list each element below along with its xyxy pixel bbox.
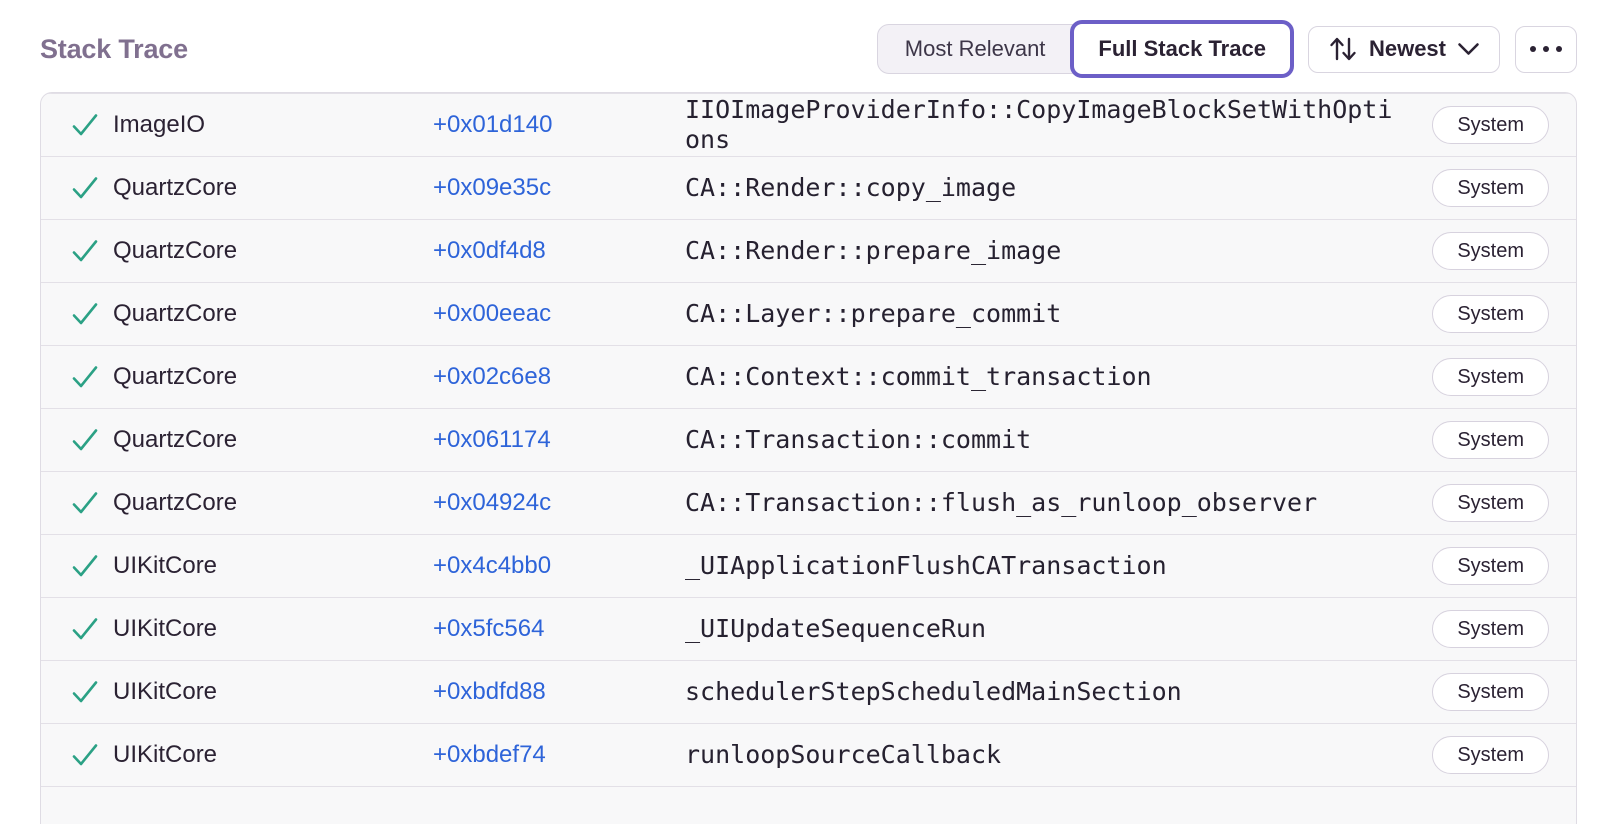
sort-newest-button[interactable]: Newest xyxy=(1307,25,1500,73)
toggle-full-stack-trace-button[interactable]: Full Stack Trace xyxy=(1070,20,1294,78)
check-icon xyxy=(71,554,113,578)
stack-frame-row[interactable]: QuartzCore +0x0df4d8 CA::Render::prepare… xyxy=(41,219,1576,282)
check-icon xyxy=(71,428,113,452)
frame-address-link[interactable]: +0x04924c xyxy=(433,489,552,516)
system-badge: System xyxy=(1432,484,1549,522)
frame-module: UIKitCore xyxy=(113,741,218,768)
frame-address-link[interactable]: +0x00eeac xyxy=(433,300,552,327)
system-badge: System xyxy=(1432,169,1549,207)
page-title: Stack Trace xyxy=(40,33,188,64)
system-badge: System xyxy=(1432,232,1549,270)
system-badge: System xyxy=(1432,358,1549,396)
frame-module: UIKitCore xyxy=(113,552,218,579)
header-controls: Most Relevant Full Stack Trace Newest xyxy=(876,20,1577,78)
check-icon xyxy=(71,491,113,515)
sort-button-label: Newest xyxy=(1368,36,1446,61)
frame-address-link[interactable]: +0x4c4bb0 xyxy=(433,552,552,579)
system-badge: System xyxy=(1432,736,1549,774)
system-badge: System xyxy=(1432,547,1549,585)
frame-module: UIKitCore xyxy=(113,678,218,705)
frame-address-link[interactable]: +0xbdfd88 xyxy=(433,678,546,705)
check-icon xyxy=(71,617,113,641)
check-icon xyxy=(71,743,113,767)
frame-address-link[interactable]: +0x0df4d8 xyxy=(433,237,546,264)
system-badge: System xyxy=(1432,610,1549,648)
stack-frame-row[interactable]: UIKitCore +0x4c4bb0 _UIApplicationFlushC… xyxy=(41,534,1576,597)
system-badge: System xyxy=(1432,673,1549,711)
system-badge: System xyxy=(1432,295,1549,333)
frame-module: QuartzCore xyxy=(113,174,238,201)
stack-frame-row[interactable]: QuartzCore +0x04924c CA::Transaction::fl… xyxy=(41,471,1576,534)
stack-frame-row[interactable]: QuartzCore +0x09e35c CA::Render::copy_im… xyxy=(41,156,1576,219)
toggle-most-relevant-button[interactable]: Most Relevant xyxy=(878,25,1073,73)
frame-module: QuartzCore xyxy=(113,489,238,516)
sort-arrows-icon xyxy=(1328,35,1358,63)
frame-module: QuartzCore xyxy=(113,237,238,264)
chevron-down-icon xyxy=(1457,42,1480,57)
frame-function: IIOImageProviderInfo::CopyImageBlockSetW… xyxy=(685,95,1393,154)
stack-frame-row[interactable]: QuartzCore +0x00eeac CA::Layer::prepare_… xyxy=(41,282,1576,345)
more-options-button[interactable] xyxy=(1515,25,1577,73)
frame-module: QuartzCore xyxy=(113,363,238,390)
frame-module: UIKitCore xyxy=(113,615,218,642)
frame-address-link[interactable]: +0x09e35c xyxy=(433,174,552,201)
frame-address-link[interactable]: +0x5fc564 xyxy=(433,615,545,642)
check-icon xyxy=(71,365,113,389)
frame-function: _UIApplicationFlushCATransaction xyxy=(685,551,1167,580)
frame-module: QuartzCore xyxy=(113,426,238,453)
frame-function: CA::Render::copy_image xyxy=(685,173,1017,202)
frame-function: CA::Render::prepare_image xyxy=(685,236,1062,265)
check-icon xyxy=(71,113,113,137)
check-icon xyxy=(71,176,113,200)
frame-address-link[interactable]: +0x061174 xyxy=(433,426,551,453)
stack-frame-row-partial[interactable] xyxy=(41,786,1576,804)
stack-frame-row[interactable]: UIKitCore +0xbdfd88 schedulerStepSchedul… xyxy=(41,660,1576,723)
stack-trace-table: ImageIO +0x01d140 IIOImageProviderInfo::… xyxy=(40,92,1577,824)
stack-trace-header: Stack Trace Most Relevant Full Stack Tra… xyxy=(0,0,1614,92)
check-icon xyxy=(71,239,113,263)
frame-address-link[interactable]: +0xbdef74 xyxy=(433,741,546,768)
system-badge: System xyxy=(1432,106,1549,144)
frame-function: schedulerStepScheduledMainSection xyxy=(685,677,1182,706)
stack-frame-row[interactable]: QuartzCore +0x061174 CA::Transaction::co… xyxy=(41,408,1576,471)
stack-frame-row[interactable]: UIKitCore +0xbdef74 runloopSourceCallbac… xyxy=(41,723,1576,786)
check-icon xyxy=(71,302,113,326)
frame-function: CA::Transaction::flush_as_runloop_observ… xyxy=(685,488,1318,517)
check-icon xyxy=(71,680,113,704)
frame-module: QuartzCore xyxy=(113,300,238,327)
frame-function: CA::Layer::prepare_commit xyxy=(685,299,1062,328)
view-toggle: Most Relevant Full Stack Trace xyxy=(876,20,1294,78)
stack-frame-row[interactable]: QuartzCore +0x02c6e8 CA::Context::commit… xyxy=(41,345,1576,408)
frame-function: CA::Context::commit_transaction xyxy=(685,362,1152,391)
stack-frame-row[interactable]: UIKitCore +0x5fc564 _UIUpdateSequenceRun… xyxy=(41,597,1576,660)
ellipsis-icon xyxy=(1528,45,1564,53)
frame-function: _UIUpdateSequenceRun xyxy=(685,614,987,643)
stack-frame-row[interactable]: ImageIO +0x01d140 IIOImageProviderInfo::… xyxy=(41,93,1576,156)
frame-address-link[interactable]: +0x01d140 xyxy=(433,111,553,138)
frame-module: ImageIO xyxy=(113,111,206,138)
frame-address-link[interactable]: +0x02c6e8 xyxy=(433,363,552,390)
frame-function: CA::Transaction::commit xyxy=(685,425,1032,454)
system-badge: System xyxy=(1432,421,1549,459)
frame-function: runloopSourceCallback xyxy=(685,740,1002,769)
